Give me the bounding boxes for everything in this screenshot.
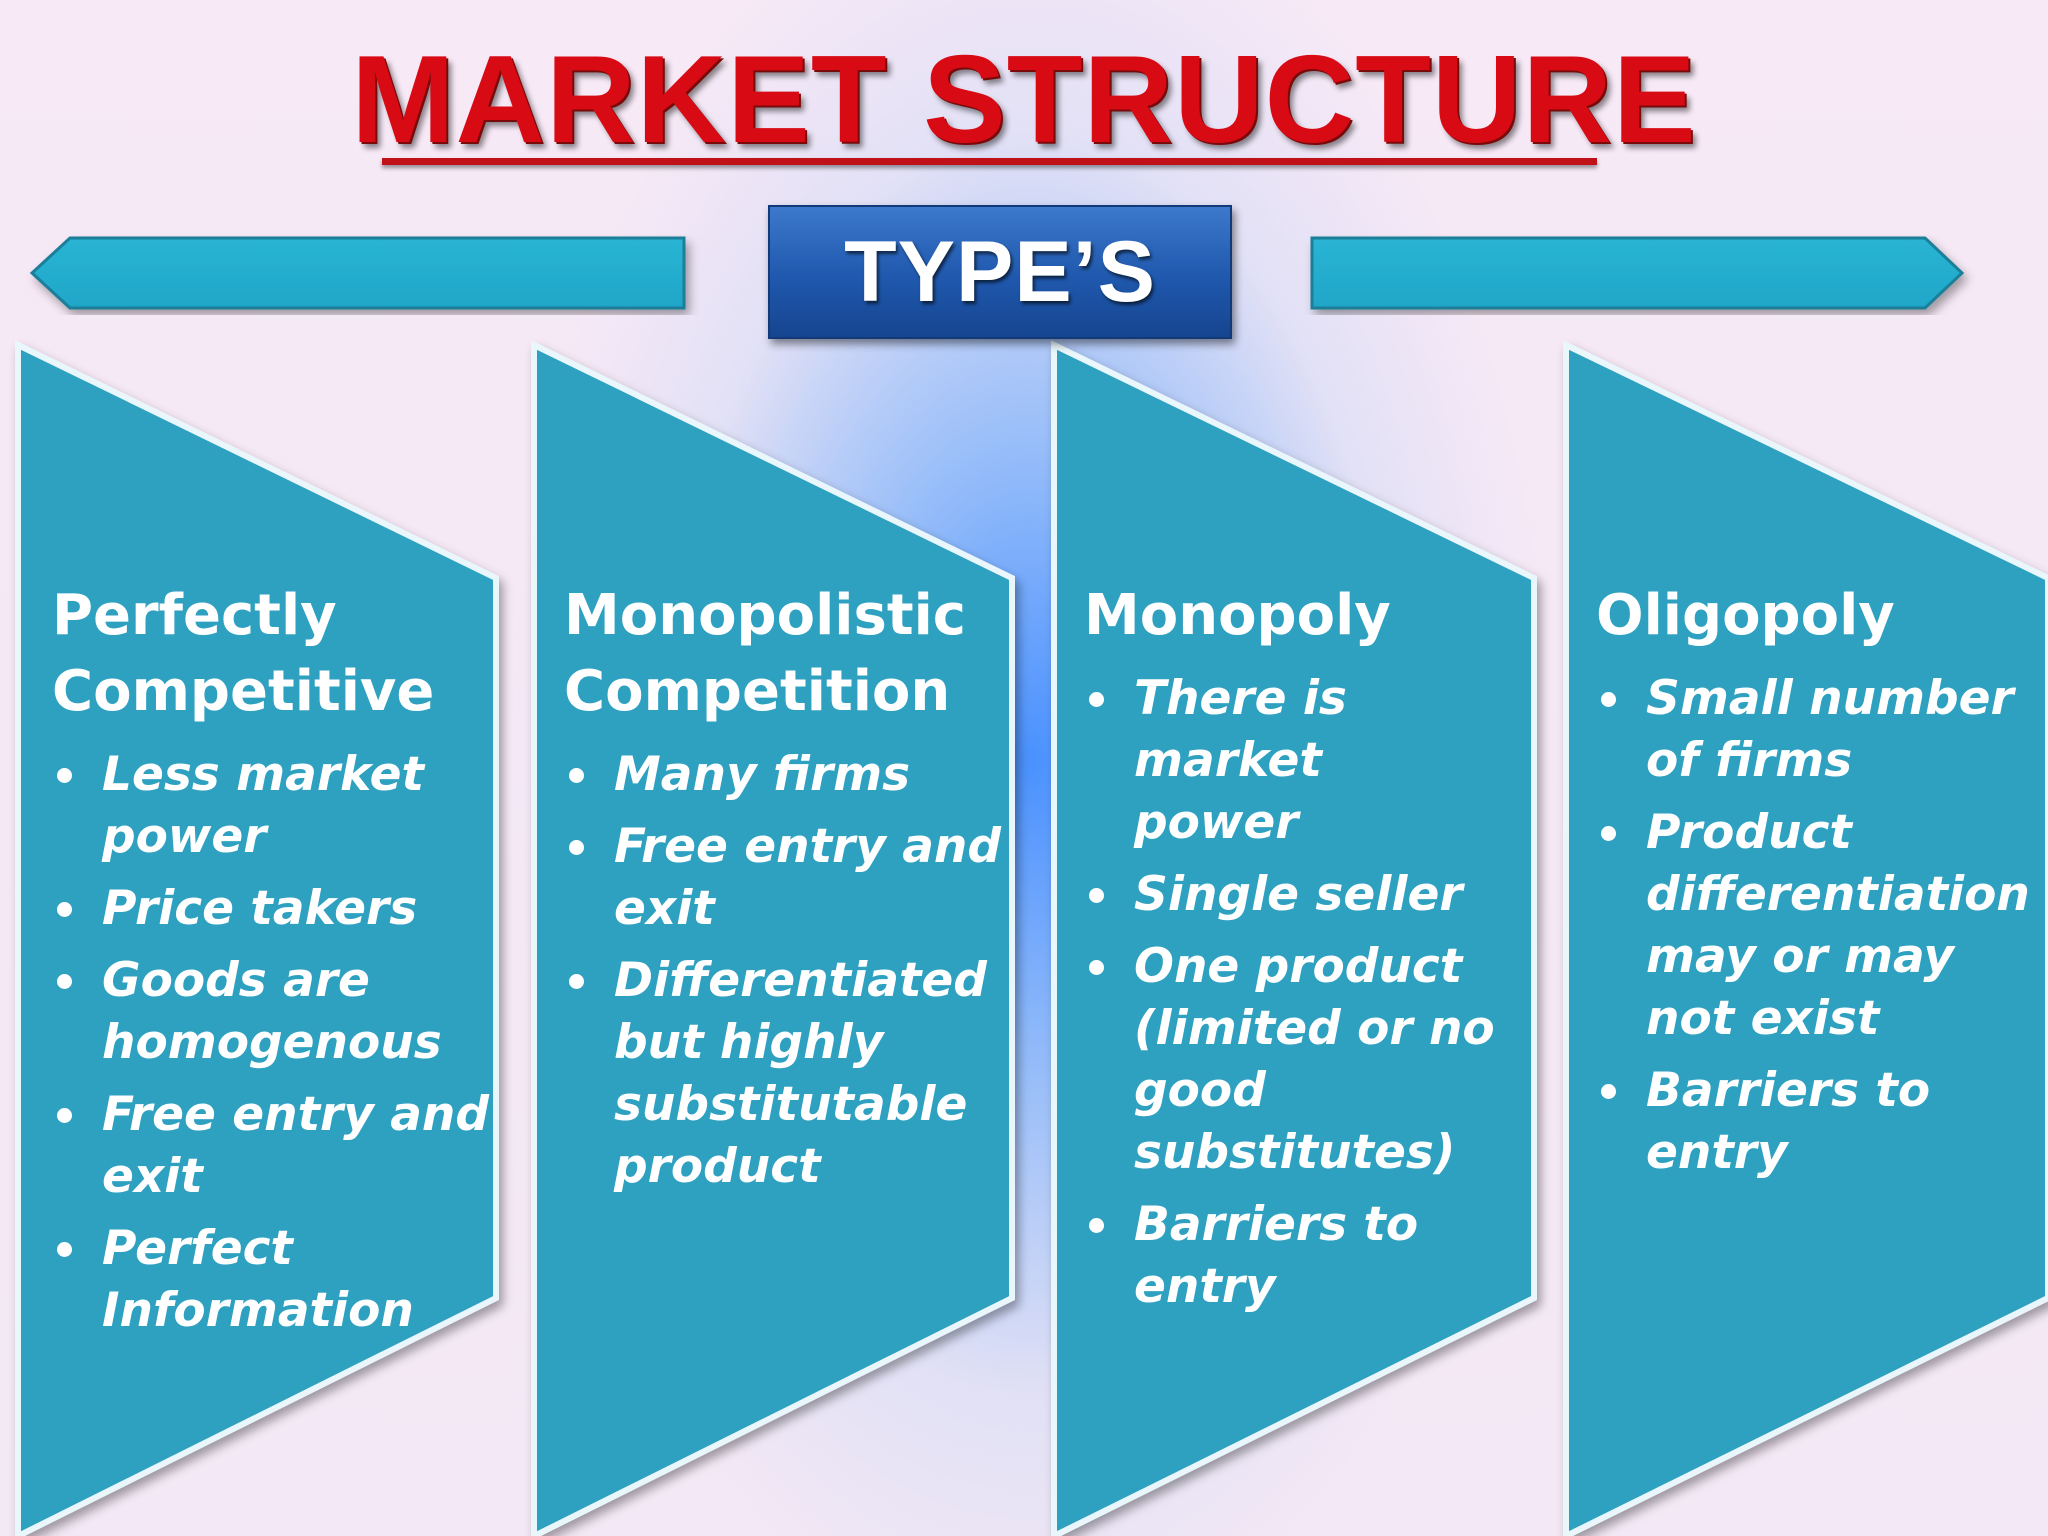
list-item-line: Single seller — [1134, 867, 1463, 922]
bullet-icon — [569, 840, 584, 855]
bullet-icon — [1601, 826, 1616, 841]
list-item-line: good — [1134, 1063, 1266, 1118]
list-item: Product differentiation may or may not e… — [1596, 802, 2046, 1050]
bullet-icon — [57, 1108, 72, 1123]
panel-title: Oligopoly — [1596, 578, 2046, 654]
bullet-icon — [1089, 1218, 1104, 1233]
list-item: There is market power — [1084, 668, 1532, 854]
list-item-line: Barriers to — [1646, 1063, 1931, 1118]
list-item-line: exit — [102, 1149, 203, 1204]
panel-shape-monopolistic-competition — [531, 340, 1015, 1536]
panel-list: There is market power Single seller One … — [1084, 668, 1532, 1318]
page-title: MARKET STRUCTURE — [351, 31, 1697, 169]
bullet-icon — [569, 768, 584, 783]
list-item: Perfect Information — [52, 1218, 492, 1342]
bullet-icon — [1601, 692, 1616, 707]
list-item-line: exit — [614, 881, 715, 936]
panel-title-line: Perfectly — [52, 583, 337, 648]
panel-shape-monopoly — [1051, 340, 1537, 1536]
list-item: Small number of firms — [1596, 668, 2046, 792]
bullet-icon — [57, 768, 72, 783]
panel-title: Monopoly — [1084, 578, 1532, 654]
list-item-line: Free entry and — [614, 819, 1002, 874]
panel-list: Less market power Price takers Goods are… — [52, 744, 492, 1342]
panel-title-line: Competition — [564, 659, 951, 724]
right-arrow-shape — [1310, 236, 1965, 310]
list-item-line: There is market — [1134, 671, 1347, 788]
panel-monopoly: Monopoly There is market power Single se… — [1084, 578, 1532, 1328]
panel-title-line: Competitive — [52, 659, 435, 724]
list-item-line: Many firms — [614, 747, 911, 802]
panel-title: Perfectly Competitive — [52, 578, 492, 730]
panel-title-line: Monopoly — [1084, 583, 1391, 648]
list-item-line: Information — [102, 1283, 414, 1338]
title-underline — [382, 158, 1597, 165]
list-item-line: Less market — [102, 747, 424, 802]
panel-shape-perfectly-competitive — [15, 340, 499, 1536]
list-item-line: differentiation — [1646, 867, 2030, 922]
list-item-line: Barriers to — [1134, 1197, 1419, 1252]
list-item-line: power — [102, 809, 267, 864]
bullet-icon — [1089, 692, 1104, 707]
list-item-line: Goods are — [102, 953, 370, 1008]
list-item-line: may or may — [1646, 929, 1954, 984]
panel-monopolistic-competition: Monopolistic Competition Many firms Free… — [564, 578, 1010, 1208]
list-item: Many firms — [564, 744, 1010, 806]
list-item: One product (limited or no good substitu… — [1084, 936, 1532, 1184]
list-item: Free entry and exit — [564, 816, 1010, 940]
list-item-line: not exist — [1646, 991, 1880, 1046]
bullet-icon — [57, 1242, 72, 1257]
list-item: Barriers to entry — [1596, 1060, 2046, 1184]
list-item-line: power — [1134, 795, 1299, 850]
panel-perfectly-competitive: Perfectly Competitive Less market power … — [52, 578, 492, 1352]
list-item-line: Differentiated — [614, 953, 987, 1008]
bullet-icon — [1601, 1084, 1616, 1099]
types-box: TYPE’S — [768, 205, 1232, 339]
types-label: TYPE’S — [844, 223, 1156, 320]
list-item-line: (limited or no — [1134, 1001, 1495, 1056]
list-item: Less market power — [52, 744, 492, 868]
bullet-icon — [1089, 888, 1104, 903]
list-item-line: substitutable — [614, 1077, 968, 1132]
list-item-line: substitutes) — [1134, 1125, 1456, 1180]
list-item-line: entry — [1646, 1125, 1788, 1180]
list-item: Price takers — [52, 878, 492, 940]
list-item: Single seller — [1084, 864, 1532, 926]
list-item-line: Product — [1646, 805, 1852, 860]
panel-list: Many firms Free entry and exit Different… — [564, 744, 1010, 1198]
panel-title-line: Monopolistic — [564, 583, 966, 648]
list-item: Free entry and exit — [52, 1084, 492, 1208]
list-item-line: of firms — [1646, 733, 1853, 788]
list-item-line: Price takers — [102, 881, 418, 936]
list-item-line: but highly — [614, 1015, 884, 1070]
list-item: Differentiated but highly substitutable … — [564, 950, 1010, 1198]
panel-oligopoly: Oligopoly Small number of firms Product … — [1596, 578, 2046, 1194]
bullet-icon — [569, 974, 584, 989]
list-item-line: One product — [1134, 939, 1463, 994]
list-item-line: Small number — [1646, 671, 2014, 726]
panel-list: Small number of firms Product differenti… — [1596, 668, 2046, 1184]
bullet-icon — [57, 974, 72, 989]
list-item: Goods are homogenous — [52, 950, 492, 1074]
panel-title: Monopolistic Competition — [564, 578, 1010, 730]
list-item-line: Free entry and — [102, 1087, 490, 1142]
bullet-icon — [1089, 960, 1104, 975]
list-item-line: product — [614, 1139, 821, 1194]
list-item-line: entry — [1134, 1259, 1276, 1314]
list-item: Barriers to entry — [1084, 1194, 1532, 1318]
list-item-line: Perfect — [102, 1221, 293, 1276]
bullet-icon — [57, 902, 72, 917]
list-item-line: homogenous — [102, 1015, 442, 1070]
panel-shape-oligopoly — [1563, 340, 2048, 1536]
left-arrow-shape — [29, 236, 686, 310]
panel-title-line: Oligopoly — [1596, 583, 1895, 648]
